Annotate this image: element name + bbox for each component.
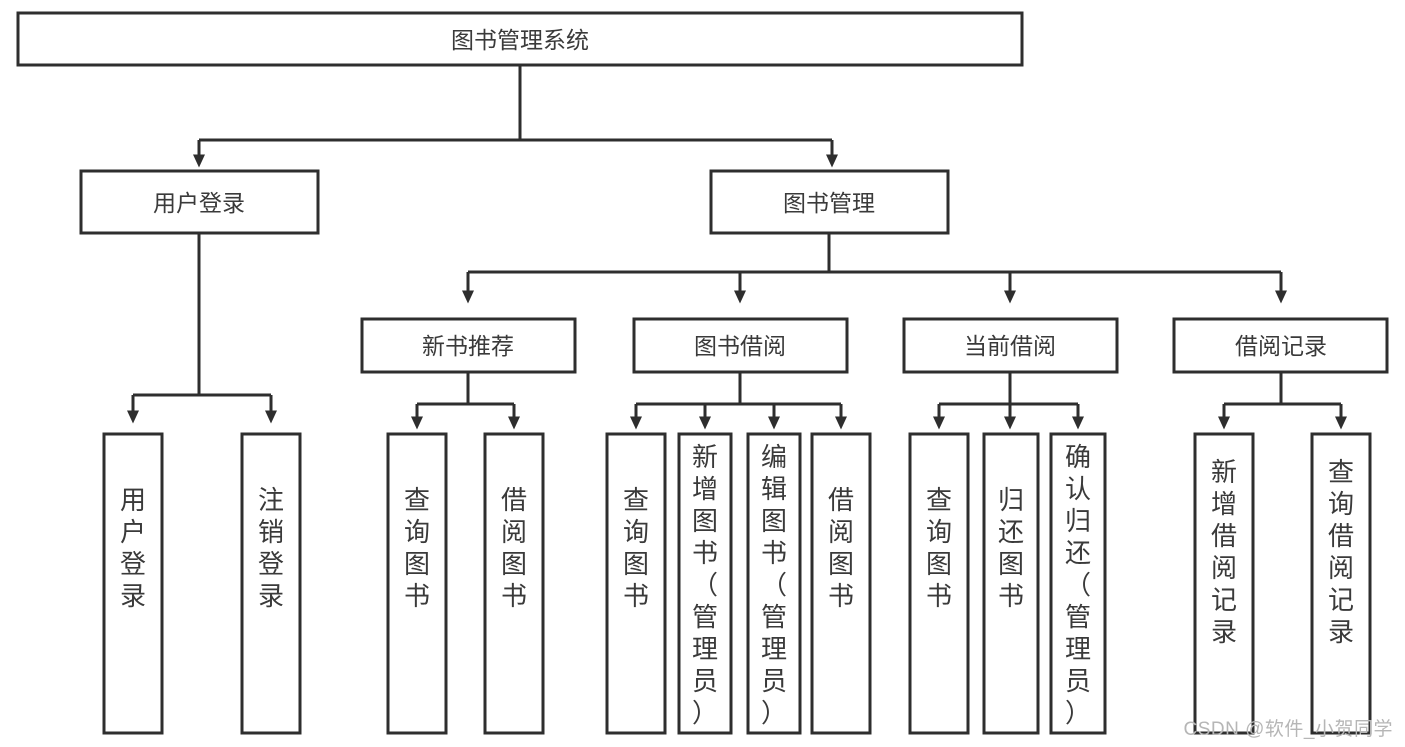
connector-userlogin-to-leaves xyxy=(127,233,277,424)
leaf-borrow-4-label: 借阅图书 xyxy=(828,485,854,611)
leaf-current-1-label: 查询图书 xyxy=(926,485,952,611)
leaf-borrow-3-label: 编辑图书（管理员） xyxy=(761,442,787,728)
leaf-current-3[interactable]: 确认归还（管理员） xyxy=(1049,432,1107,735)
node-current-borrow[interactable]: 当前借阅 xyxy=(902,317,1119,374)
leaf-new-book-2-label: 借阅图书 xyxy=(501,485,527,611)
connector-root-to-level2 xyxy=(193,65,838,168)
leaf-records-1[interactable]: 新增借阅记录 xyxy=(1193,432,1255,735)
node-book-management[interactable]: 图书管理 xyxy=(709,169,950,235)
node-borrow-records[interactable]: 借阅记录 xyxy=(1172,317,1389,374)
leaf-current-1[interactable]: 查询图书 xyxy=(908,432,970,735)
leaf-new-book-1[interactable]: 查询图书 xyxy=(386,432,448,735)
leaf-current-2-label: 归还图书 xyxy=(998,485,1024,611)
node-book-management-label: 图书管理 xyxy=(783,190,875,216)
leaf-records-1-label: 新增借阅记录 xyxy=(1211,457,1237,647)
node-root[interactable]: 图书管理系统 xyxy=(16,11,1024,67)
leaf-records-2-label: 查询借阅记录 xyxy=(1328,457,1354,647)
connector-newbook-to-leaves xyxy=(411,372,520,430)
leaf-new-book-2[interactable]: 借阅图书 xyxy=(483,432,545,735)
node-current-borrow-label: 当前借阅 xyxy=(964,333,1056,359)
connector-records-to-leaves xyxy=(1218,372,1347,430)
connector-borrow-to-leaves xyxy=(630,372,847,430)
leaf-user-login-1-label: 用户登录 xyxy=(120,485,146,611)
leaf-current-2[interactable]: 归还图书 xyxy=(982,432,1040,735)
leaf-new-book-1-label: 查询图书 xyxy=(404,485,430,611)
leaf-current-3-label: 确认归还（管理员） xyxy=(1065,442,1091,728)
node-new-book-recommend-label: 新书推荐 xyxy=(422,333,514,359)
leaf-user-login-1[interactable]: 用户登录 xyxy=(102,432,164,735)
connector-current-to-leaves xyxy=(933,372,1084,430)
node-book-borrow[interactable]: 图书借阅 xyxy=(632,317,849,374)
leaf-borrow-1[interactable]: 查询图书 xyxy=(605,432,667,735)
node-root-label: 图书管理系统 xyxy=(451,27,589,53)
node-book-borrow-label: 图书借阅 xyxy=(694,333,786,359)
node-user-login-label: 用户登录 xyxy=(153,190,245,216)
leaf-borrow-4[interactable]: 借阅图书 xyxy=(810,432,872,735)
leaf-user-login-2[interactable]: 注销登录 xyxy=(240,432,302,735)
node-new-book-recommend[interactable]: 新书推荐 xyxy=(360,317,577,374)
leaf-records-2[interactable]: 查询借阅记录 xyxy=(1310,432,1372,735)
node-borrow-records-label: 借阅记录 xyxy=(1235,333,1327,359)
leaf-user-login-2-label: 注销登录 xyxy=(258,485,284,611)
leaf-borrow-2-label: 新增图书（管理员） xyxy=(692,442,718,728)
leaf-borrow-2[interactable]: 新增图书（管理员） xyxy=(677,432,733,735)
leaf-borrow-1-label: 查询图书 xyxy=(623,485,649,611)
leaf-borrow-3[interactable]: 编辑图书（管理员） xyxy=(746,432,802,735)
node-user-login[interactable]: 用户登录 xyxy=(79,169,320,235)
connector-bookmgmt-to-level3 xyxy=(462,233,1287,304)
